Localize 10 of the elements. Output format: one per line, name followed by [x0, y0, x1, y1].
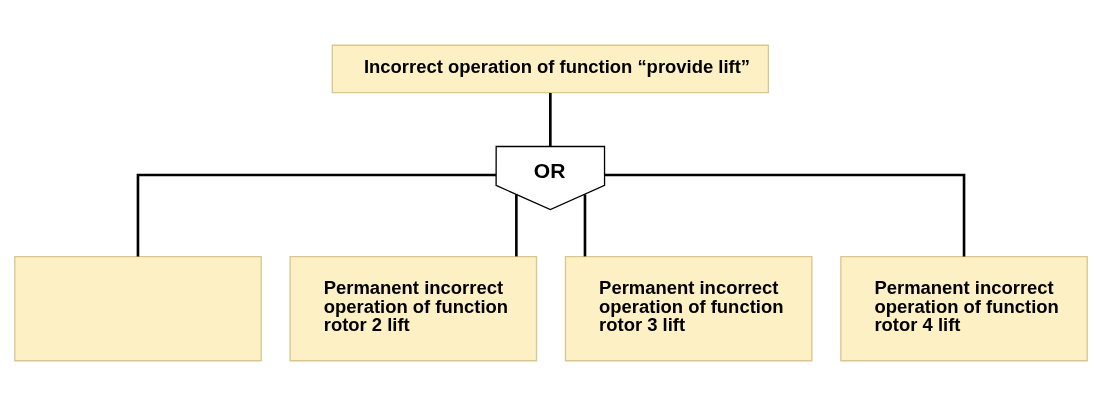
node-box: Incorrect operation of function “provide lift”	[331, 44, 770, 93]
connector	[604, 173, 966, 257]
connector	[583, 193, 587, 256]
connector	[549, 92, 552, 146]
node-box: Permanent incorrect operation of function rotor 2 lift	[289, 255, 538, 361]
node-box	[14, 255, 262, 361]
node-box: Permanent incorrect operation of function rotor 3 lift	[564, 255, 813, 361]
node-box: Permanent incorrect operation of function rotor 4 lift	[840, 255, 1088, 361]
connector	[515, 193, 518, 256]
connector	[136, 173, 496, 257]
